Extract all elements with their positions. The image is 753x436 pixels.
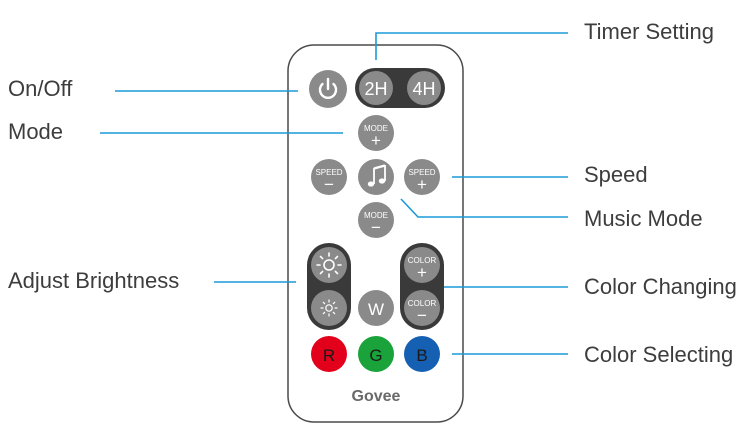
label-adjust-brightness: Adjust Brightness <box>8 268 180 293</box>
red-button[interactable]: R <box>311 336 347 372</box>
speed-plus-sign: + <box>417 175 427 194</box>
green-label: G <box>369 346 382 365</box>
brightness-down-button[interactable] <box>311 290 347 326</box>
color-plus-small-label: COLOR <box>408 256 437 265</box>
music-mode-button[interactable] <box>358 159 394 195</box>
color-plus-button[interactable]: COLOR + <box>404 247 440 283</box>
white-label: W <box>368 300 384 319</box>
speed-plus-small-label: SPEED <box>408 168 435 177</box>
label-color-changing: Color Changing <box>584 274 737 299</box>
white-button[interactable]: W <box>358 290 394 326</box>
speed-plus-button[interactable]: SPEED + <box>404 159 440 195</box>
label-mode: Mode <box>8 119 64 144</box>
line-timer <box>375 32 568 60</box>
power-icon <box>318 77 338 99</box>
callout-lines <box>100 32 568 355</box>
mode-plus-button[interactable]: MODE + <box>358 115 394 151</box>
color-plus-sign: + <box>417 263 427 282</box>
label-on-off: On/Off <box>8 76 73 101</box>
sun-large-icon <box>316 252 342 278</box>
green-button[interactable]: G <box>358 336 394 372</box>
brand-logo: Govee <box>352 388 401 405</box>
timer-4h-button[interactable]: 4H <box>407 71 441 105</box>
music-note-icon <box>367 164 386 187</box>
color-minus-sign: − <box>417 306 427 325</box>
speed-minus-sign: − <box>324 175 334 194</box>
mode-minus-button[interactable]: MODE − <box>358 202 394 238</box>
label-speed: Speed <box>584 162 648 187</box>
timer-2h-label: 2H <box>364 79 387 99</box>
speed-minus-small-label: SPEED <box>315 168 342 177</box>
speed-minus-button[interactable]: SPEED − <box>311 159 347 195</box>
brightness-up-button[interactable] <box>311 247 347 283</box>
timer-4h-label: 4H <box>412 79 435 99</box>
label-color-selecting: Color Selecting <box>584 342 734 367</box>
label-music-mode: Music Mode <box>584 206 703 231</box>
mode-minus-sign: − <box>371 218 381 237</box>
timer-2h-button[interactable]: 2H <box>359 71 393 105</box>
blue-button[interactable]: B <box>404 336 440 372</box>
mode-plus-sign: + <box>371 131 381 150</box>
red-label: R <box>323 346 335 365</box>
blue-label: B <box>416 346 427 365</box>
sun-small-icon <box>320 299 338 317</box>
power-button[interactable] <box>309 70 347 108</box>
color-minus-button[interactable]: COLOR − <box>404 290 440 326</box>
mode-minus-small-label: MODE <box>364 211 388 220</box>
line-music <box>400 198 568 218</box>
color-minus-small-label: COLOR <box>408 299 437 308</box>
label-timer-setting: Timer Setting <box>584 19 715 44</box>
mode-plus-small-label: MODE <box>364 124 388 133</box>
